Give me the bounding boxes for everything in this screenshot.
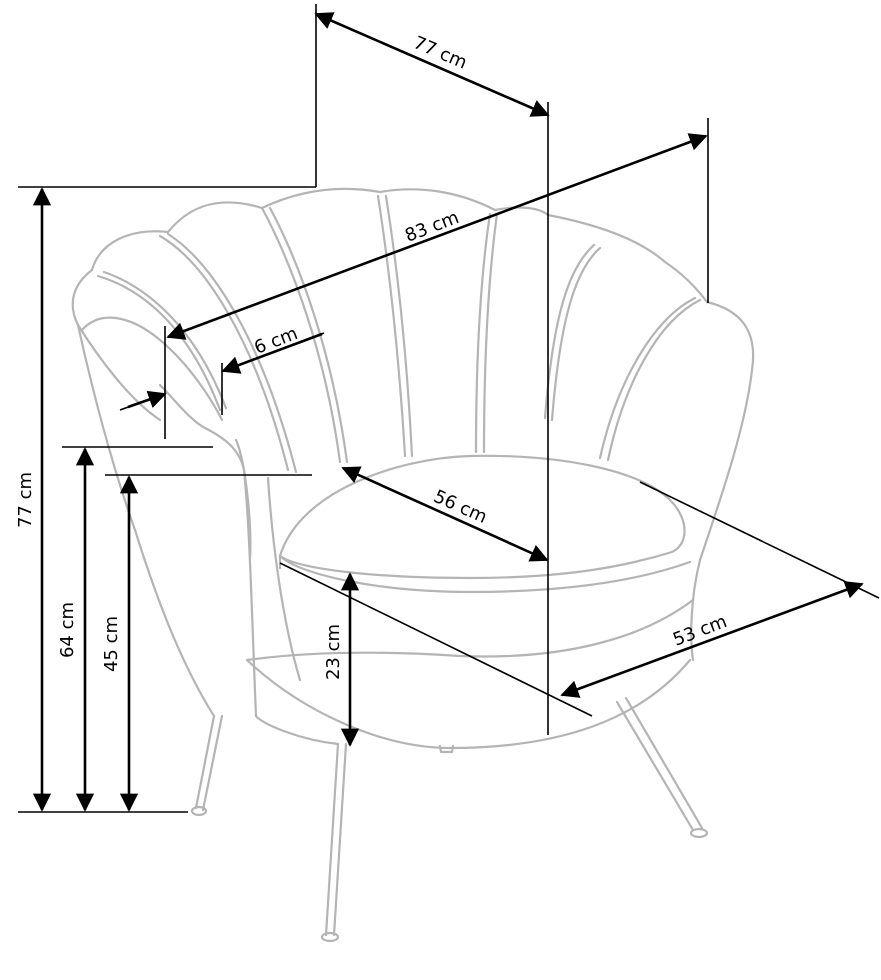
dimension-height-77: 77 cm xyxy=(15,187,52,812)
extension-lines xyxy=(18,4,880,813)
dimension-arm-height-64: 64 cm xyxy=(57,447,95,812)
dimension-arrow xyxy=(560,581,864,698)
dimension-cushion-23: 23 cm xyxy=(323,572,360,747)
armchair-sketch xyxy=(71,187,755,943)
chair-legs xyxy=(190,696,709,943)
chair-right-arm xyxy=(690,300,755,662)
dimension-label: 45 cm xyxy=(101,616,122,672)
dimension-arrow xyxy=(341,466,549,562)
dimension-seat-height-45: 45 cm xyxy=(101,475,139,812)
dimension-seat-width-53: 53 cm xyxy=(560,581,864,698)
dimension-depth-77: 77 cm xyxy=(314,12,550,117)
dimension-label: 83 cm xyxy=(402,207,462,247)
dimension-arrow xyxy=(221,332,323,374)
dimension-arrow xyxy=(166,133,708,340)
dimension-arrow xyxy=(314,12,550,117)
dimension-arm-6: 6 cm xyxy=(127,323,323,409)
chair-left-arm xyxy=(76,323,216,718)
dimension-label: 77 cm xyxy=(15,472,36,528)
chair-base xyxy=(245,658,692,750)
dimension-label: 6 cm xyxy=(251,323,300,359)
dimension-label: 64 cm xyxy=(57,602,78,658)
dimension-arrow xyxy=(127,390,167,409)
dimension-label: 23 cm xyxy=(323,624,344,680)
